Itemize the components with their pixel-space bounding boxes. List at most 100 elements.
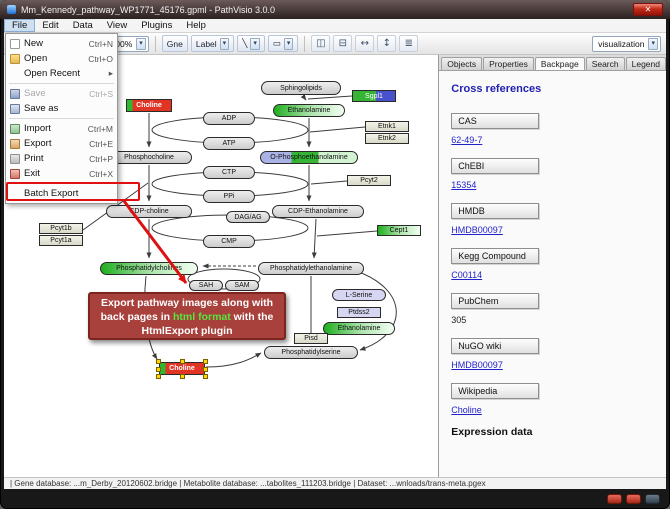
node-ptdss2-25[interactable]: Ptdss2 xyxy=(337,307,381,318)
menu-view[interactable]: View xyxy=(106,20,128,31)
tab-legend[interactable]: Legend xyxy=(625,57,666,70)
node-cdp-ethanolamine-15[interactable]: CDP-Ethanolamine xyxy=(272,205,364,218)
node-ethanolamine-3[interactable]: Ethanolamine xyxy=(273,104,345,117)
node-label: Choline xyxy=(136,102,162,109)
node-sah-22[interactable]: SAH xyxy=(189,280,223,291)
node-pisd-27[interactable]: Pisd xyxy=(294,333,328,344)
node-cept1-16[interactable]: Cept1 xyxy=(377,225,421,236)
xref-id-kegg-compound[interactable]: C00114 xyxy=(451,270,483,280)
align-vertical-button[interactable]: ⊟ xyxy=(333,35,353,52)
node-label: Cept1 xyxy=(389,227,409,234)
node-label: O-Phosphoethanolamine xyxy=(270,154,348,161)
node-label: Phosphocholine xyxy=(124,154,174,161)
selection-handle[interactable] xyxy=(156,374,161,379)
annotation-text-before: Export pathway images along with back pa… xyxy=(100,297,274,323)
xref-source-kegg-compound: Kegg Compound xyxy=(451,248,540,264)
node-ctp-10[interactable]: CTP xyxy=(203,166,255,179)
selection-handle[interactable] xyxy=(180,359,185,364)
status-bar: | Gene database: ...m_Derby_20120602.bri… xyxy=(4,477,666,489)
tab-search[interactable]: Search xyxy=(585,57,625,70)
node-ethanolamine-26[interactable]: Ethanolamine xyxy=(323,322,395,335)
menu-help[interactable]: Help xyxy=(186,20,206,31)
label-tool-button[interactable]: Label▾ xyxy=(190,35,235,52)
node-sgpl1-1[interactable]: Sgpl1 xyxy=(352,90,396,102)
tab-backpage[interactable]: Backpage xyxy=(534,57,585,70)
selection-handle[interactable] xyxy=(203,374,208,379)
node-sphingolipids-0[interactable]: Sphingolipids xyxy=(261,81,341,95)
selection-handle[interactable] xyxy=(203,359,208,364)
close-button[interactable]: ✕ xyxy=(633,3,663,16)
label-tool-button-label: Label xyxy=(195,38,217,49)
node-choline-29[interactable]: Choline xyxy=(156,359,208,379)
node-pcyt1a-19[interactable]: Pcyt1a xyxy=(39,235,83,246)
node-label: CMP xyxy=(221,238,237,245)
expression-data-title: Expression data xyxy=(451,426,533,438)
menu-plugins[interactable]: Plugins xyxy=(141,20,173,31)
node-phosphatidylcholines-20[interactable]: Phosphatidylcholines xyxy=(100,262,198,275)
menu-item-batch-export[interactable]: Batch Export xyxy=(6,186,117,201)
menu-item-open-recent[interactable]: Open Recent▸ xyxy=(6,66,117,81)
toolbar-separator xyxy=(154,35,156,52)
common-width-button[interactable]: ↔ xyxy=(355,35,375,52)
print-icon xyxy=(10,153,20,164)
menu-edit[interactable]: Edit xyxy=(42,20,59,31)
node-phosphocholine-8[interactable]: Phosphocholine xyxy=(106,151,192,164)
stack-button[interactable]: ≣ xyxy=(399,35,419,52)
node-etnk2-5[interactable]: Etnk2 xyxy=(365,133,409,144)
xref-id-nugo-wiki[interactable]: HMDB00097 xyxy=(451,360,503,370)
dropdown-arrow-icon: ▾ xyxy=(283,37,294,50)
tab-objects[interactable]: Objects xyxy=(441,57,483,70)
common-height-button[interactable]: ↕ xyxy=(377,35,397,52)
node-dag-ag-14[interactable]: DAG/AG xyxy=(226,211,270,223)
frame-button-3[interactable] xyxy=(645,494,660,504)
frame-button-2[interactable] xyxy=(626,494,641,504)
xref-id-chebi[interactable]: 15354 xyxy=(451,180,477,190)
menu-file[interactable]: File xyxy=(4,19,36,32)
frame-button-1[interactable] xyxy=(607,494,622,504)
node-choline-2[interactable]: Choline xyxy=(126,99,172,112)
gene-datanode-button[interactable]: Gne xyxy=(161,35,188,52)
line-tool-button[interactable]: ╲▾ xyxy=(237,35,265,52)
xref-id-pubchem: 305 xyxy=(451,315,467,325)
selection-handle[interactable] xyxy=(203,366,208,372)
menu-item-icon xyxy=(10,69,20,79)
selection-handle[interactable] xyxy=(156,359,161,364)
node-phosphatidylethanolamine-21[interactable]: Phosphatidylethanolamine xyxy=(258,262,364,275)
node-l-serine-24[interactable]: L-Serine xyxy=(332,289,386,301)
node-pcyt1b-18[interactable]: Pcyt1b xyxy=(39,223,83,234)
menu-data[interactable]: Data xyxy=(72,20,93,31)
node-atp-7[interactable]: ATP xyxy=(203,137,255,150)
xref-source-chebi: ChEBI xyxy=(451,158,540,174)
align-horizontal-button[interactable]: ◫ xyxy=(311,35,331,52)
node-ppi-12[interactable]: PPi xyxy=(203,190,255,203)
xref-id-cas[interactable]: 62-49-7 xyxy=(451,135,483,145)
annotation-callout: Export pathway images along with back pa… xyxy=(88,292,286,340)
node-pcyt2-11[interactable]: Pcyt2 xyxy=(347,175,391,186)
xref-id-hmdb[interactable]: HMDB00097 xyxy=(451,225,503,235)
tab-properties[interactable]: Properties xyxy=(483,57,534,70)
shape-tool-button[interactable]: ▭▾ xyxy=(267,35,299,52)
node-etnk1-4[interactable]: Etnk1 xyxy=(365,121,409,132)
node-cdp-choline-13[interactable]: CDP-choline xyxy=(106,205,192,218)
node-o-phosphoethanolamine-9[interactable]: O-Phosphoethanolamine xyxy=(260,151,358,164)
visualization-select[interactable]: visualization▾ xyxy=(592,35,661,52)
node-phosphatidylserine-28[interactable]: Phosphatidylserine xyxy=(264,346,358,359)
node-adp-6[interactable]: ADP xyxy=(203,112,255,125)
menu-item-save-as[interactable]: Save as xyxy=(6,101,117,116)
selection-handle[interactable] xyxy=(180,374,185,379)
node-sam-23[interactable]: SAM xyxy=(225,280,259,291)
xref-id-wikipedia[interactable]: Choline xyxy=(451,405,482,415)
annotation-highlight: html format xyxy=(173,310,231,323)
node-label: ATP xyxy=(222,140,236,147)
node-cmp-17[interactable]: CMP xyxy=(203,235,255,248)
selection-handle[interactable] xyxy=(156,366,161,372)
